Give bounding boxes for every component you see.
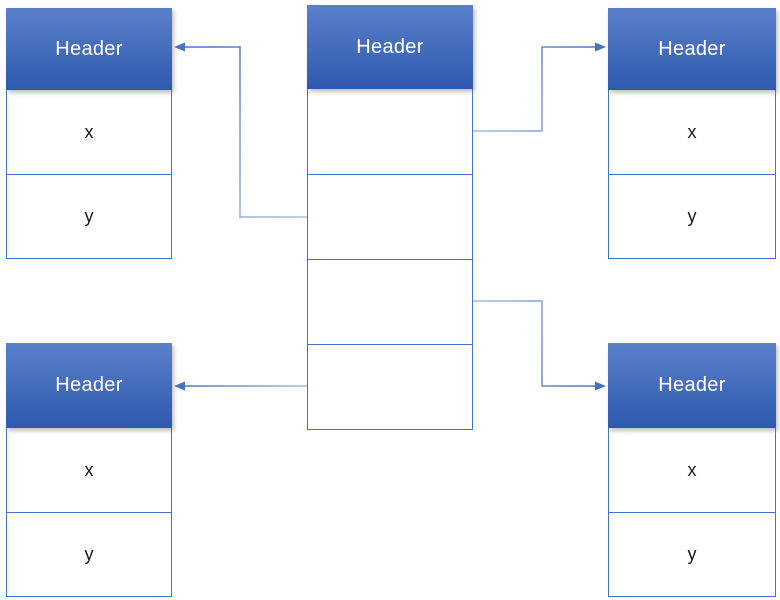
table-cell (308, 344, 472, 429)
table-bottom-left-body: x y (6, 428, 172, 597)
connector-center-to-top-left (174, 42, 307, 218)
arrowhead-left-icon (174, 42, 185, 52)
table-top-right-header: Header (608, 8, 776, 90)
connector-center-to-bottom-right (473, 300, 606, 391)
table-header-label: Header (658, 374, 726, 396)
table-cell: y (609, 512, 775, 596)
table-cell (308, 89, 472, 174)
table-bottom-left-header: Header (6, 343, 172, 428)
connector-center-to-top-right (473, 42, 606, 132)
table-top-right: Header x y (608, 8, 776, 259)
table-top-left-body: x y (6, 90, 172, 259)
arrowhead-left-icon (174, 381, 185, 391)
table-header-label: Header (658, 37, 726, 60)
table-cell: x (84, 121, 94, 142)
table-top-right-body: x y (608, 90, 776, 259)
table-cell: x (687, 459, 697, 480)
table-cell: y (7, 512, 171, 596)
table-top-left-header: Header (6, 8, 172, 90)
table-cell (308, 259, 472, 344)
table-cell (308, 174, 472, 259)
table-cell: y (7, 174, 171, 258)
connector-center-to-bottom-left (174, 381, 307, 391)
table-header-label: Header (356, 35, 424, 58)
table-center-body (307, 89, 473, 430)
table-cell: y (609, 174, 775, 258)
table-bottom-right-header: Header (608, 343, 776, 428)
arrowhead-right-icon (595, 42, 606, 52)
table-cell: x (687, 121, 697, 142)
table-header-label: Header (55, 374, 123, 396)
table-top-left: Header x y (6, 8, 172, 259)
table-cell: x (84, 459, 94, 480)
table-bottom-right-body: x y (608, 428, 776, 597)
table-center: Header (307, 5, 473, 430)
arrowhead-right-icon (595, 381, 606, 391)
table-header-label: Header (55, 37, 123, 60)
table-center-header: Header (307, 5, 473, 89)
table-bottom-left: Header x y (6, 343, 172, 597)
table-bottom-right: Header x y (608, 343, 776, 597)
